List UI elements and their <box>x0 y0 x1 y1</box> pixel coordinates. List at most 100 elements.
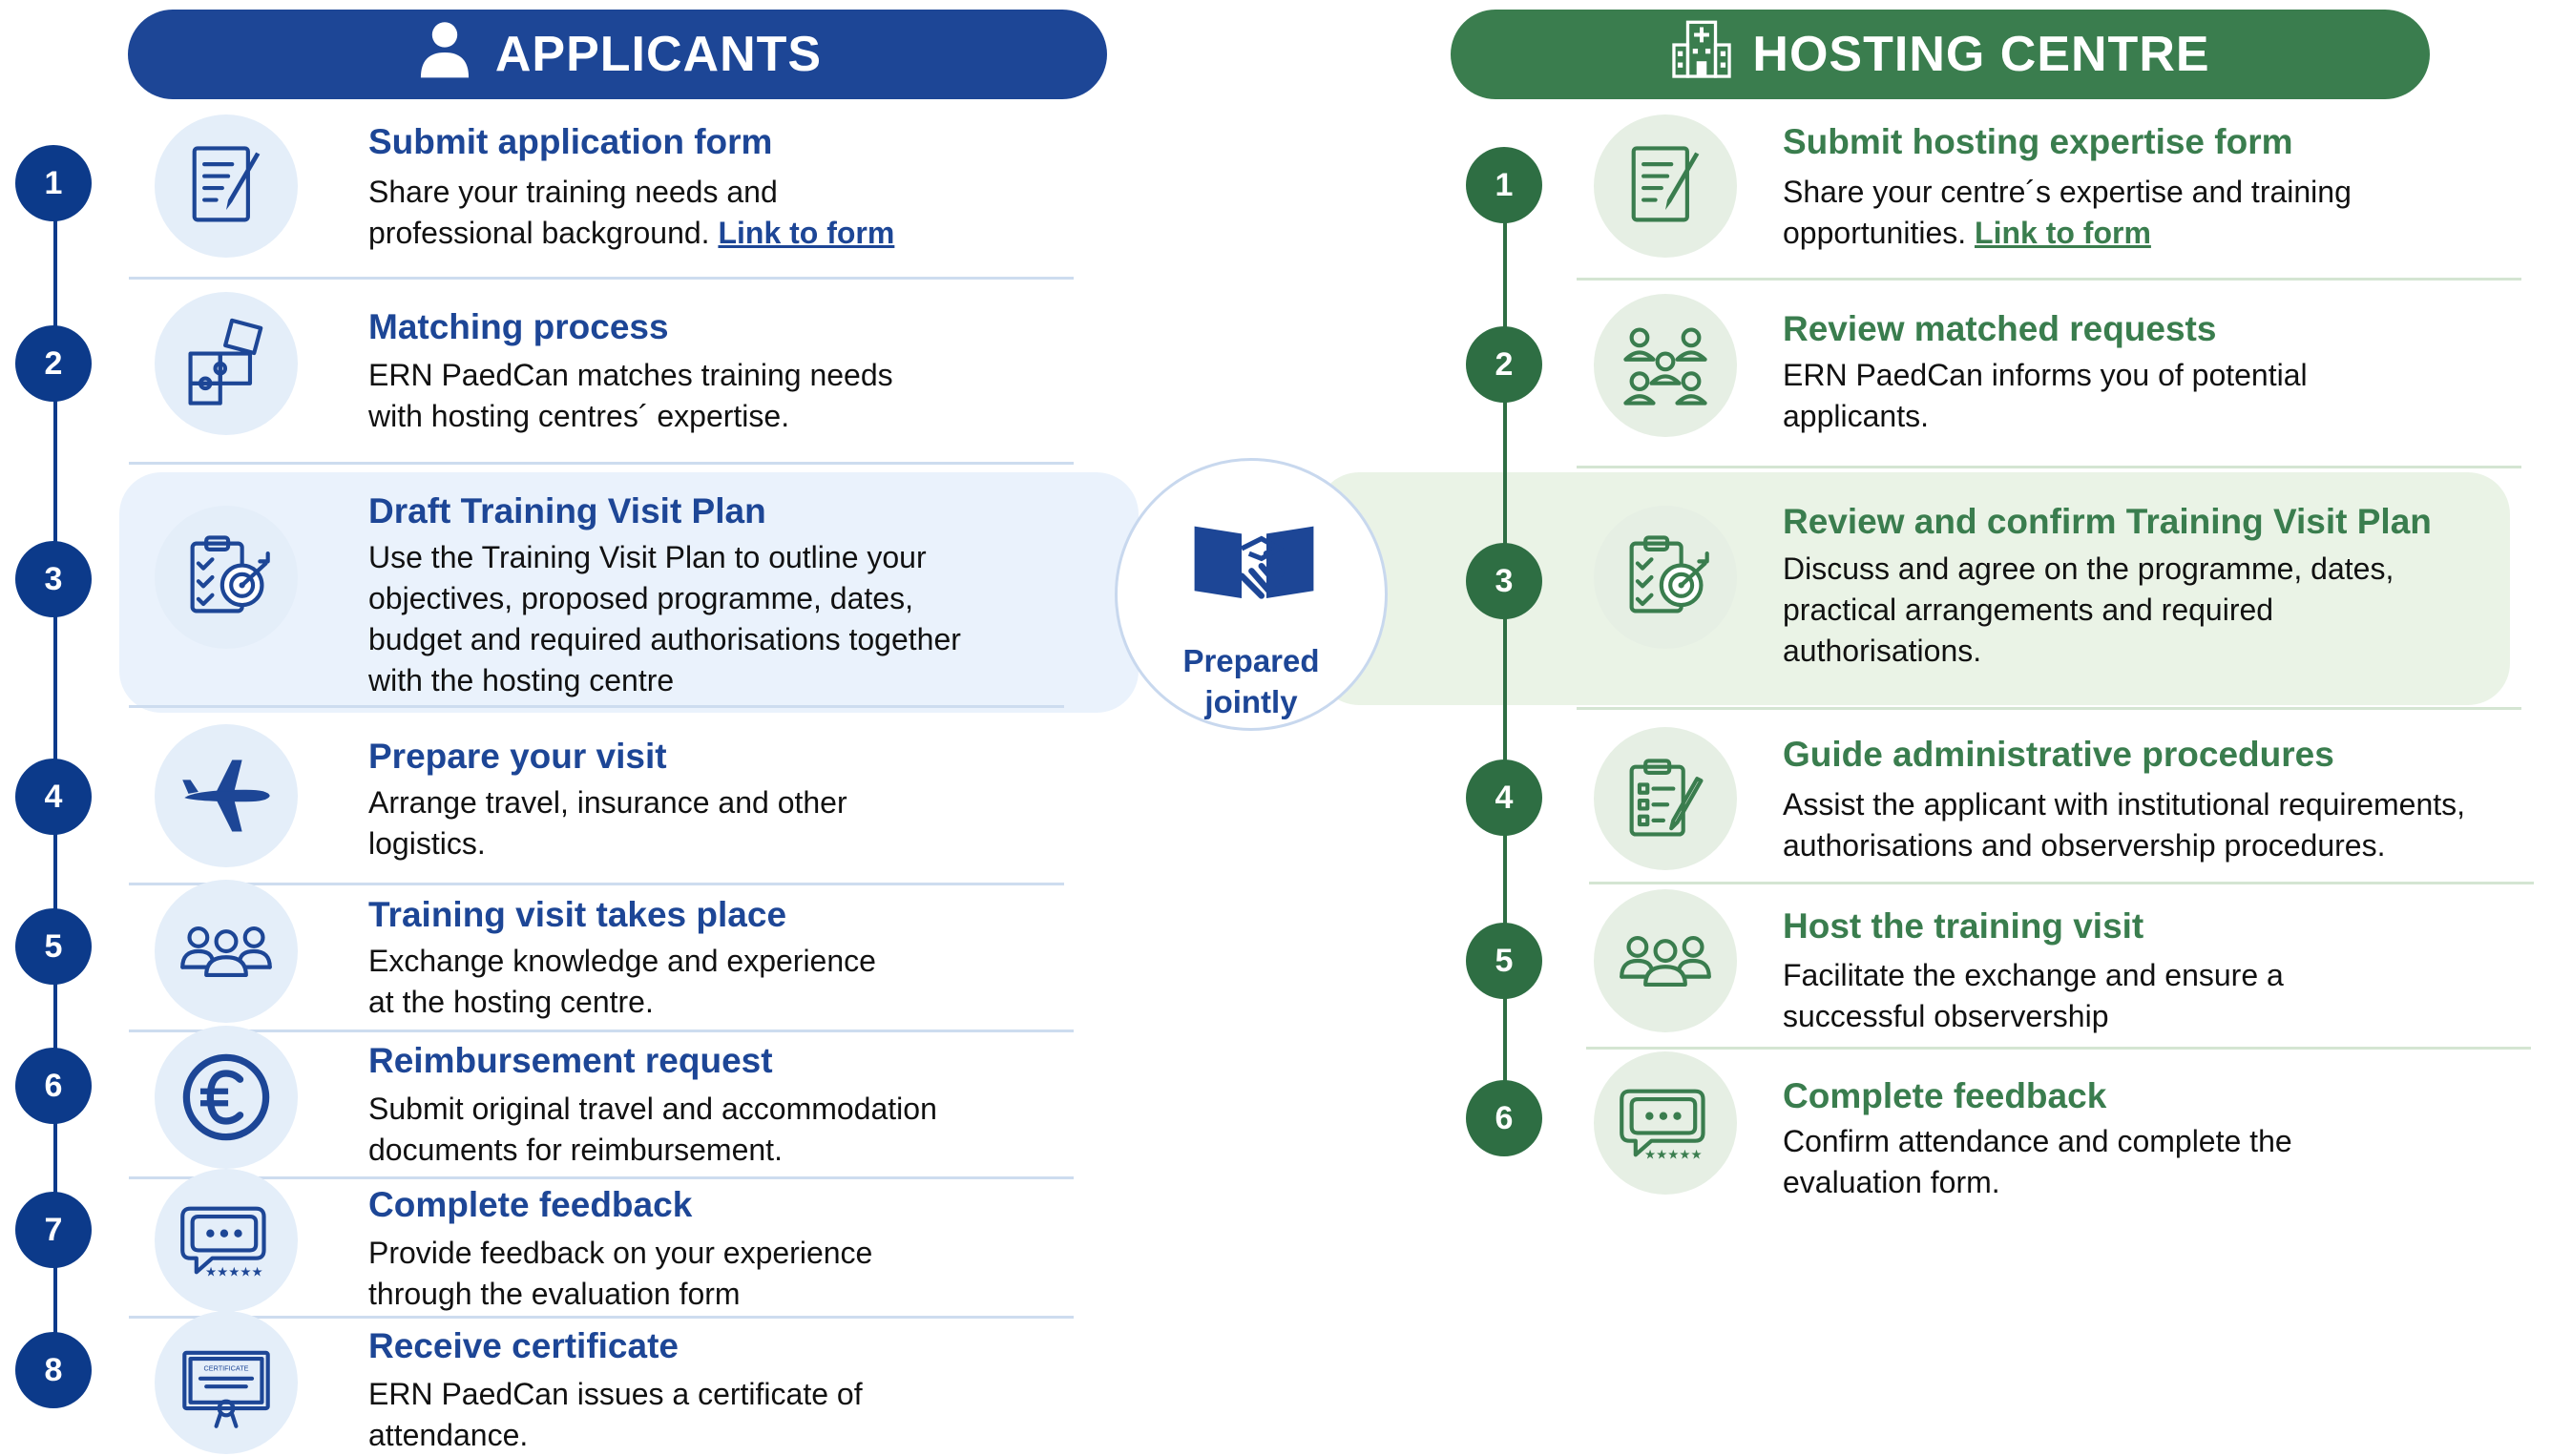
certificate-icon-text: CERTIFICATE <box>204 1364 249 1373</box>
hosting-step-number: 6 <box>1466 1080 1542 1156</box>
hosting-step-title: Complete feedback <box>1783 1076 2107 1115</box>
hosting-step-icon: ★★★★★ <box>1594 1051 1737 1195</box>
form-pen-icon <box>1631 146 1700 222</box>
description-line: Confirm attendance and complete the <box>1783 1121 2292 1162</box>
description-text: Discuss and agree on the programme, date… <box>1783 551 2394 586</box>
applicants-step-title: Reimbursement request <box>368 1041 773 1080</box>
applicants-step-description: Arrange travel, insurance and other logis… <box>368 782 847 864</box>
applicants-divider <box>129 277 1074 280</box>
description-line: with hosting centres´ expertise. <box>368 396 893 437</box>
applicants-step-icon: CERTIFICATE <box>155 1311 298 1454</box>
applicants-step-icon <box>155 506 298 649</box>
applicants-step-description: Use the Training Visit Plan to outline y… <box>368 537 961 701</box>
description-text: logistics. <box>368 826 486 861</box>
hosting-step-number: 1 <box>1466 147 1542 223</box>
description-line: ERN PaedCan matches training needs <box>368 355 893 396</box>
hosting-step-description: Assist the applicant with institutional … <box>1783 784 2465 866</box>
applicants-step-title: Prepare your visit <box>368 737 667 776</box>
description-line: professional background. Link to form <box>368 213 894 254</box>
description-line: budget and required authorisations toget… <box>368 619 961 660</box>
applicants-step-title: Draft Training Visit Plan <box>368 491 766 530</box>
description-text: Facilitate the exchange and ensure a <box>1783 958 2284 992</box>
description-line: ERN PaedCan issues a certificate of <box>368 1374 863 1415</box>
description-text: successful observership <box>1783 999 2109 1033</box>
description-text: objectives, proposed programme, dates, <box>368 581 913 615</box>
hosting-step-number: 2 <box>1466 326 1542 403</box>
description-text: Share your training needs and <box>368 175 778 209</box>
hosting-step-description: Share your centre´s expertise and traini… <box>1783 172 2352 254</box>
certificate-icon: CERTIFICATE <box>182 1350 270 1428</box>
applicants-step-icon <box>155 292 298 435</box>
description-line: documents for reimbursement. <box>368 1130 937 1171</box>
description-text: with hosting centres´ expertise. <box>368 399 790 433</box>
description-line: through the evaluation form <box>368 1274 872 1315</box>
description-line: practical arrangements and required <box>1783 590 2394 631</box>
description-text: opportunities. <box>1783 216 1967 250</box>
applicants-divider <box>129 1176 1074 1179</box>
hosting-divider <box>1577 466 2521 468</box>
hosting-step-number: 4 <box>1466 759 1542 836</box>
description-line: Assist the applicant with institutional … <box>1783 784 2465 825</box>
description-text: Use the Training Visit Plan to outline y… <box>368 540 927 574</box>
hub-label-line: Prepared <box>1182 643 1320 678</box>
description-line: logistics. <box>368 823 847 864</box>
applicants-step-icon: ★★★★★ <box>155 1169 298 1312</box>
description-line: Facilitate the exchange and ensure a <box>1783 955 2284 996</box>
hosting-step-number: 5 <box>1466 923 1542 999</box>
link-to-form[interactable]: Link to form <box>1975 216 2151 250</box>
description-line: ERN PaedCan informs you of potential <box>1783 355 2308 396</box>
description-text: ERN PaedCan issues a certificate of <box>368 1377 863 1411</box>
applicants-step-description: Share your training needs and professiona… <box>368 172 894 254</box>
description-line: evaluation form. <box>1783 1162 2292 1203</box>
hosting-step-number: 3 <box>1466 543 1542 619</box>
description-text: applicants. <box>1783 399 1929 433</box>
description-text: Arrange travel, insurance and other <box>368 785 847 820</box>
applicants-divider <box>129 1030 1074 1032</box>
description-line: attendance. <box>368 1415 863 1456</box>
hosting-divider <box>1589 882 2534 884</box>
feedback-bubble-icon: ★★★★★ <box>180 1206 266 1279</box>
description-text: Share your centre´s expertise and traini… <box>1783 175 2352 209</box>
link-to-form[interactable]: Link to form <box>718 216 895 250</box>
applicants-divider <box>129 705 1064 708</box>
feedback-bubble-icon: ★★★★★ <box>1620 1089 1705 1162</box>
applicants-step-icon <box>155 1026 298 1169</box>
people-group-icon <box>1620 936 1711 988</box>
person-icon <box>413 17 476 93</box>
hosting-step-icon <box>1594 114 1737 258</box>
hosting-step-title: Submit hosting expertise form <box>1783 122 2293 161</box>
description-text: attendance. <box>368 1418 529 1452</box>
hosting-divider <box>1586 1047 2531 1050</box>
applicants-step-number: 6 <box>15 1048 92 1124</box>
applicants-divider <box>129 883 1064 885</box>
description-line: Arrange travel, insurance and other <box>368 782 847 823</box>
hosting-header: HOSTING CENTRE <box>1451 10 2430 99</box>
description-text: through the evaluation form <box>368 1277 741 1311</box>
puzzle-icon <box>188 318 263 406</box>
applicants-step-title: Complete feedback <box>368 1185 693 1224</box>
description-text: authorisations. <box>1783 634 1982 668</box>
description-line: objectives, proposed programme, dates, <box>368 578 961 619</box>
hub-label-line: jointly <box>1204 684 1298 719</box>
description-text: with the hosting centre <box>368 663 675 697</box>
people-network-icon <box>1623 327 1707 406</box>
applicants-step-description: Submit original travel and accommodation… <box>368 1089 937 1171</box>
description-text: documents for reimbursement. <box>368 1133 783 1167</box>
prepared-jointly-hub: Prepared jointly <box>1115 458 1388 731</box>
hosting-step-description: Discuss and agree on the programme, date… <box>1783 549 2394 672</box>
applicants-step-title: Matching process <box>368 307 669 346</box>
hosting-timeline <box>1503 183 1507 1120</box>
applicants-step-title: Training visit takes place <box>368 895 787 934</box>
applicants-step-number: 3 <box>15 541 92 617</box>
hosting-divider <box>1577 278 2521 281</box>
people-group-icon <box>180 926 272 978</box>
description-line: with the hosting centre <box>368 660 961 701</box>
applicants-header: APPLICANTS <box>128 10 1107 99</box>
description-text: at the hosting centre. <box>368 985 654 1019</box>
